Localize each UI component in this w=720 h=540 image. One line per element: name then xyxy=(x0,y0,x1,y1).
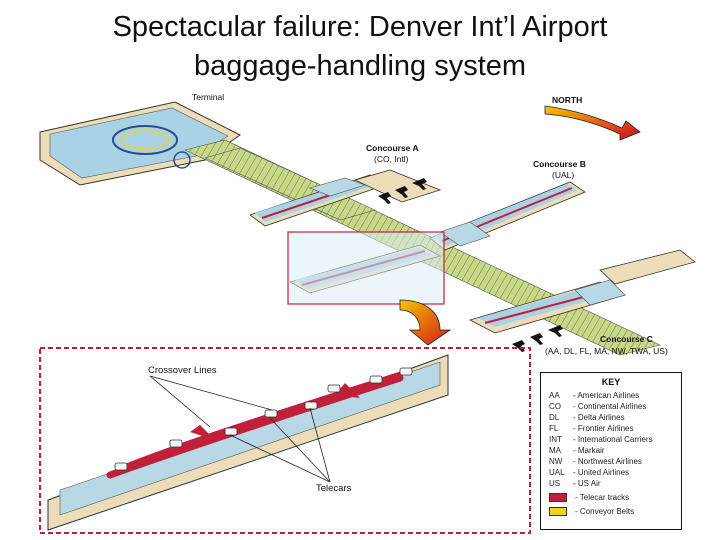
concourse-b-label: Concourse B xyxy=(533,159,586,169)
key-swatch-desc: - Telecar tracks xyxy=(575,493,629,502)
key-title: KEY xyxy=(541,377,681,387)
key-desc: - American Airlines xyxy=(573,391,639,400)
key-row: NW- Northwest Airlines xyxy=(549,457,642,467)
key-row: FL- Frontier Airlines xyxy=(549,424,633,434)
key-desc: - Continental Airlines xyxy=(573,402,646,411)
highlight-box xyxy=(288,232,444,304)
conveyor-belt-swatch xyxy=(549,507,567,516)
key-swatch-desc: - Conveyor Belts xyxy=(575,507,634,516)
zoom-arrow-icon xyxy=(400,300,450,345)
key-desc: - Northwest Airlines xyxy=(573,457,642,466)
detail-concourse xyxy=(48,355,448,530)
key-row: US- US Air xyxy=(549,479,601,489)
concourse-b-airlines: (UAL) xyxy=(552,170,574,180)
key-swatch-row: - Telecar tracks xyxy=(549,493,629,503)
concourse-a-label: Concourse A xyxy=(366,143,419,153)
crossover-lines-label: Crossover Lines xyxy=(148,366,217,376)
telecars-label: Telecars xyxy=(316,484,351,494)
key-row: CO- Continental Airlines xyxy=(549,402,646,412)
key-desc: - Frontier Airlines xyxy=(573,424,633,433)
telecar-track-swatch xyxy=(549,493,567,502)
key-code: FL xyxy=(549,424,573,434)
concourse-c-label: Concourse C xyxy=(600,334,653,344)
key-desc: - United Airlines xyxy=(573,468,629,477)
key-row: AA- American Airlines xyxy=(549,391,639,401)
key-row: DL- Delta Airlines xyxy=(549,413,625,423)
key-desc: - US Air xyxy=(573,479,601,488)
terminal-label: Terminal xyxy=(192,92,224,102)
concourse-a-airlines: (CO, Intl) xyxy=(374,154,408,164)
north-arrow-icon xyxy=(545,106,640,140)
key-code: AA xyxy=(549,391,573,401)
concourse-b xyxy=(430,182,585,250)
key-desc: - Delta Airlines xyxy=(573,413,625,422)
key-code: US xyxy=(549,479,573,489)
key-row: UAL- United Airlines xyxy=(549,468,629,478)
key-code: MA xyxy=(549,446,573,456)
concourse-c-airlines: (AA, DL, FL, MA, NW, TWA, US) xyxy=(545,346,668,356)
key-code: UAL xyxy=(549,468,573,478)
key-code: NW xyxy=(549,457,573,467)
key-code: DL xyxy=(549,413,573,423)
north-label: NORTH xyxy=(552,95,582,105)
key-code: INT xyxy=(549,435,573,445)
key-legend: KEY AA- American Airlines CO- Continenta… xyxy=(540,372,682,530)
key-desc: - Markair xyxy=(573,446,605,455)
key-row: MA- Markair xyxy=(549,446,605,456)
key-row: INT- International Carriers xyxy=(549,435,653,445)
key-code: CO xyxy=(549,402,573,412)
key-desc: - International Carriers xyxy=(573,435,653,444)
key-swatch-row: - Conveyor Belts xyxy=(549,507,634,517)
